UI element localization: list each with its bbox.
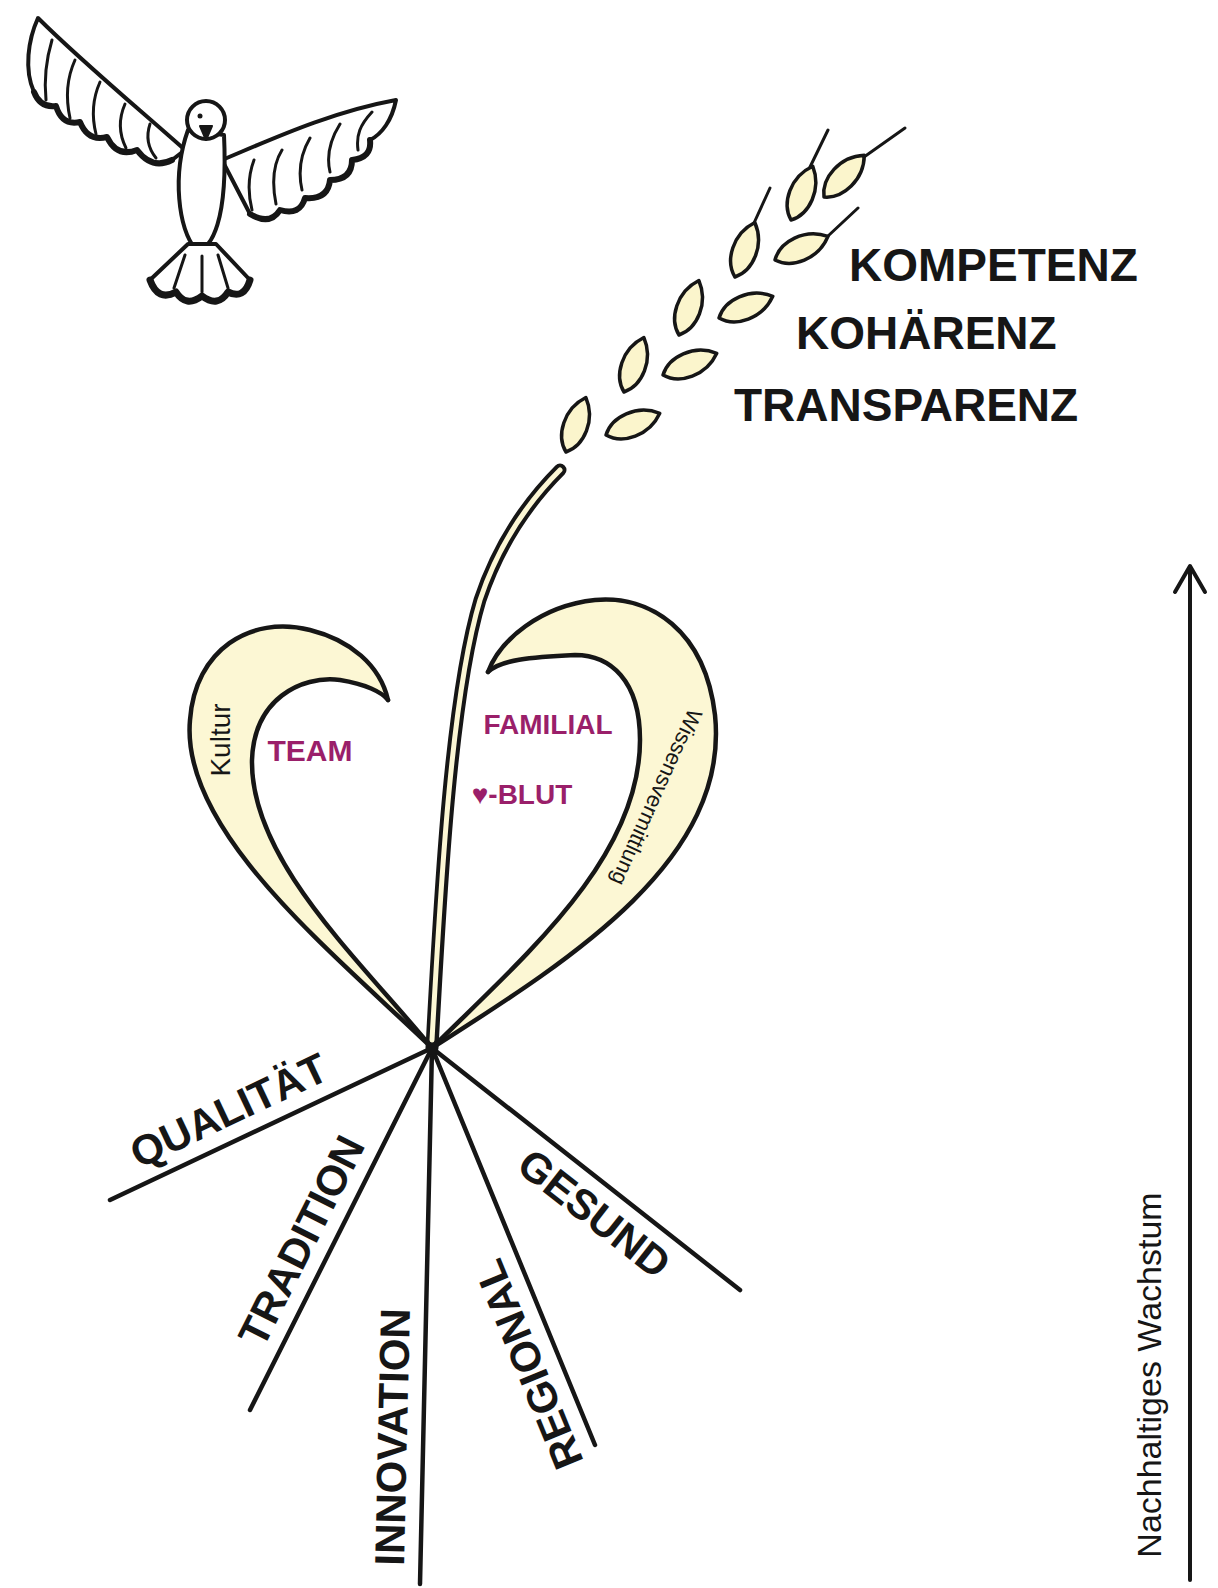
dove-head xyxy=(187,101,225,139)
arrow-shaft xyxy=(1188,568,1192,1580)
heart-left-band xyxy=(190,627,432,1048)
wheat-stem-fill xyxy=(432,470,560,1040)
dove-eye xyxy=(198,114,203,119)
stalk-line xyxy=(420,1048,432,1584)
wheat-grain xyxy=(602,402,665,446)
dove-tail-feathers xyxy=(174,255,228,292)
heart-left-outer xyxy=(190,627,432,1048)
value-word: KOHÄRENZ xyxy=(792,308,1061,359)
stalk-line xyxy=(432,1048,740,1290)
dove-tail xyxy=(150,244,250,301)
dove xyxy=(28,18,396,301)
band-word: Wissensvermittlung xyxy=(604,701,708,892)
dove-body xyxy=(179,130,225,250)
growth-arrow xyxy=(1175,566,1205,1580)
arrow-head xyxy=(1175,566,1205,592)
wheat-awns xyxy=(754,128,905,236)
wheat-grain xyxy=(780,162,824,225)
axis-label: Nachhaltiges Wachstum xyxy=(1131,1188,1168,1561)
heart-left-inner xyxy=(252,679,432,1048)
value-word: KOMPETENZ xyxy=(845,240,1142,291)
dove-beak xyxy=(200,126,212,140)
root-word: QUALITÄT xyxy=(120,1043,339,1179)
wheat-grain xyxy=(770,225,833,271)
root-word: REGIONAL xyxy=(464,1249,594,1479)
wheat-grain xyxy=(715,285,778,329)
root-word: TRADITION xyxy=(228,1125,376,1357)
band-word: Kultur xyxy=(206,699,237,780)
dove-left-wing-edge xyxy=(34,92,172,163)
dove-right-wing-edge xyxy=(250,140,370,219)
root-word: GESUND xyxy=(506,1138,682,1290)
heart-word: FAMILIAL xyxy=(479,710,616,741)
value-word: TRANSPARENZ xyxy=(730,380,1082,431)
heart-right-band xyxy=(432,600,716,1048)
dove-right-wing xyxy=(222,100,396,219)
heart-word: ♥-BLUT xyxy=(468,780,577,811)
dove-tail-edge xyxy=(150,280,250,301)
wheat-grain xyxy=(555,393,597,456)
dove-left-wing xyxy=(28,18,185,163)
heart-word: TEAM xyxy=(264,734,357,767)
wheat-grain xyxy=(668,276,710,339)
wheat-grain xyxy=(613,333,655,396)
heart-right-outer xyxy=(432,600,716,1048)
wheat-grain xyxy=(724,218,766,281)
wheat-stem-outline xyxy=(432,470,560,1048)
root-word: INNOVATION xyxy=(367,1304,419,1570)
wheat-grain xyxy=(659,342,722,386)
